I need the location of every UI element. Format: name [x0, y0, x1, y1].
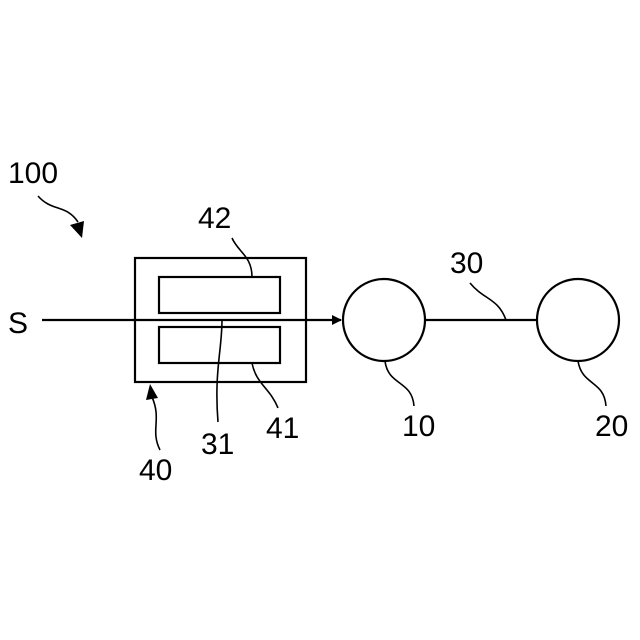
node-a-label: 10 — [402, 410, 435, 443]
node-b-circle — [537, 279, 619, 361]
node-a-circle — [343, 279, 425, 361]
upper-element-label: 42 — [198, 202, 231, 235]
system-leader-line — [38, 196, 78, 222]
unit-leader-arrowhead — [146, 384, 158, 400]
signal-label: S — [8, 307, 28, 340]
path-leader — [217, 320, 222, 422]
system-leader-arrowhead — [70, 221, 84, 238]
lower-element-label: 41 — [266, 412, 299, 445]
node-b-leader — [578, 361, 606, 406]
node-a-leader — [385, 361, 414, 406]
unit-leader-line — [152, 397, 160, 450]
node-b-label: 20 — [595, 410, 628, 443]
path-label: 31 — [201, 428, 234, 461]
unit-label: 40 — [139, 454, 172, 487]
lower-element-leader — [252, 363, 278, 408]
upper-element-box — [159, 277, 280, 313]
link-leader — [470, 283, 506, 320]
link-label: 30 — [450, 247, 483, 280]
system-label: 100 — [8, 157, 58, 190]
